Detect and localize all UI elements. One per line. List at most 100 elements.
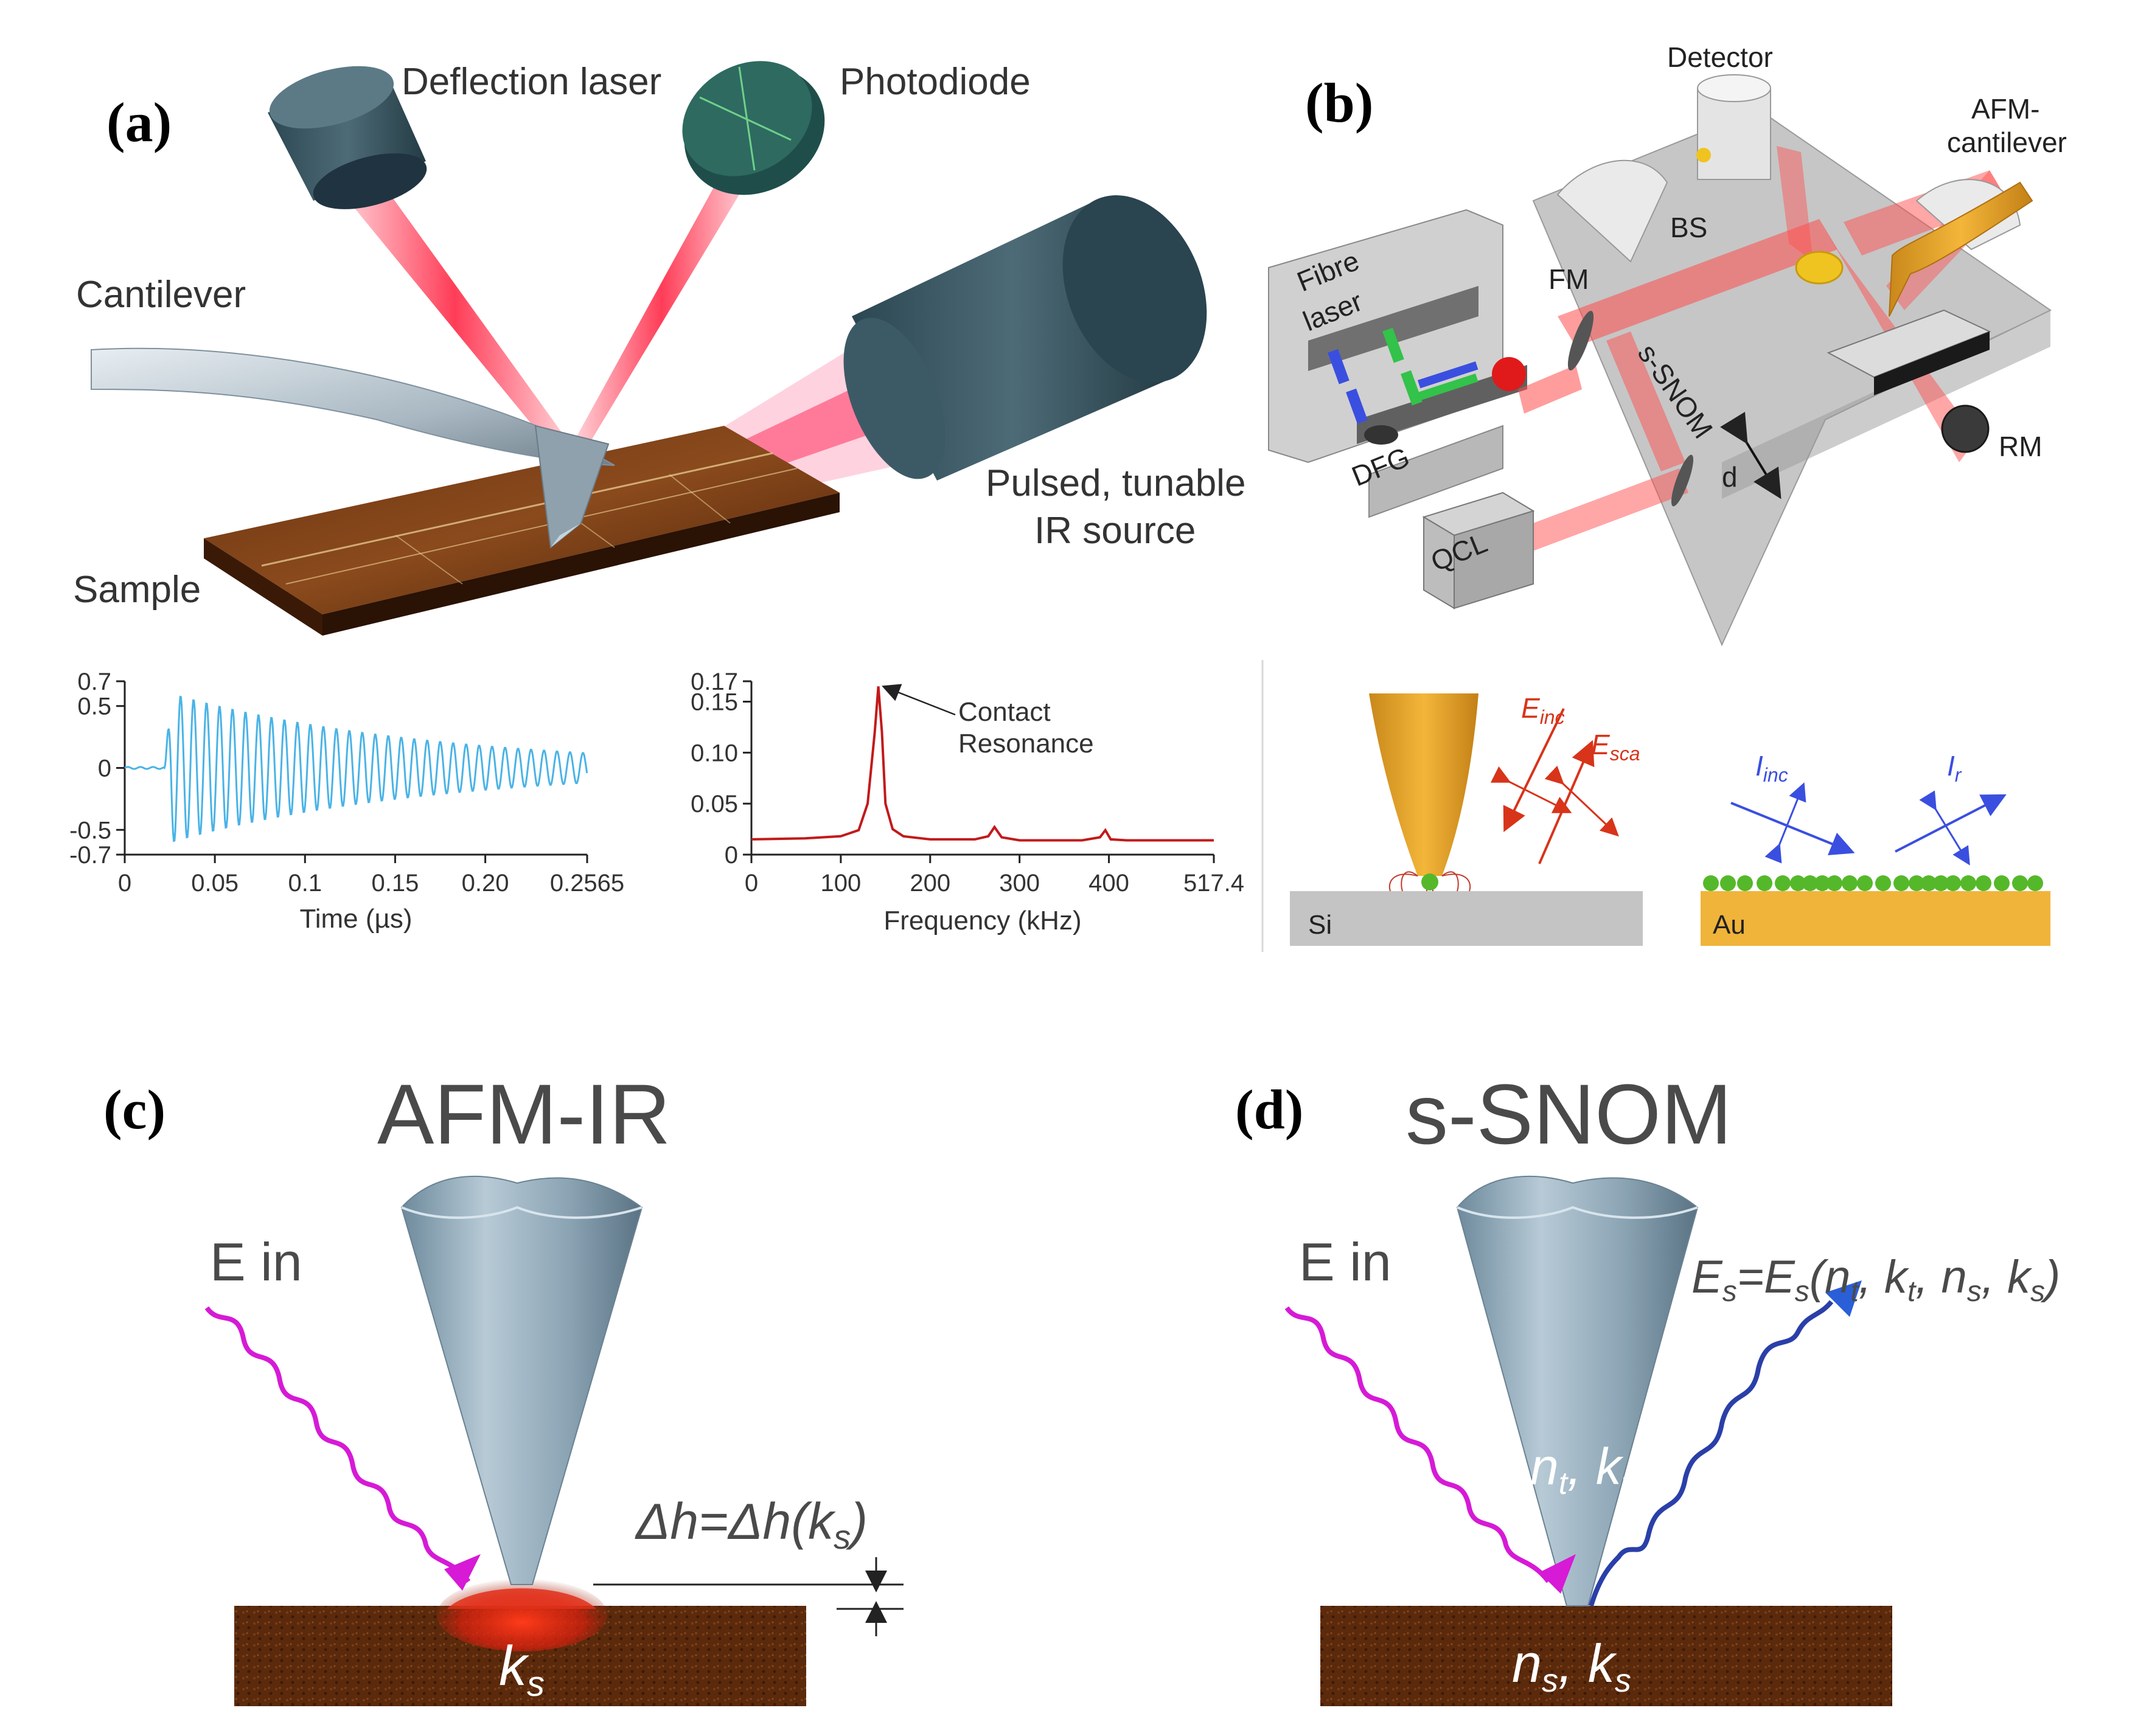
beam-splitter: [1795, 251, 1844, 285]
panel-c: (c) AFM-IR E in Δh=Δh(ks) ks: [103, 1066, 904, 1706]
sample-slab: [204, 426, 840, 636]
chart1-xtick-label: 0.20: [462, 870, 509, 897]
au-particle: [1893, 875, 1909, 891]
si-substrate: [1290, 891, 1643, 946]
chart2-ytick-label: 0.05: [691, 791, 738, 818]
e-sca-label: Esca: [1591, 729, 1640, 765]
nt-kt-label: nt, kt: [1530, 1438, 1632, 1501]
delta-h-label: Δh=Δh(ks): [635, 1493, 868, 1556]
parabolic-mirror-left: [1556, 159, 1668, 263]
chart1-xtick-label: 0: [118, 870, 131, 897]
au-particle: [1802, 875, 1818, 891]
au-particle: [1933, 875, 1949, 891]
chart1-ytick-label: 0: [98, 755, 111, 782]
chart1-ytick-label: 0.5: [77, 693, 111, 720]
chart2-ytick-label: 0.17: [691, 668, 738, 695]
panel-b-label: (b): [1305, 72, 1373, 134]
au-substrate: [1701, 891, 2050, 946]
detector-label: Detector: [1667, 41, 1773, 73]
chart2-xtick-label: 300: [999, 870, 1040, 897]
panel-d-label: (d): [1235, 1078, 1303, 1141]
e-in-arrowhead-d: [1539, 1554, 1576, 1594]
au-particle: [1945, 875, 1961, 891]
si-label: Si: [1308, 910, 1332, 940]
au-particle: [1775, 875, 1791, 891]
d-arrow: [1720, 412, 1781, 499]
chart1-xtick-label: 0.2565: [550, 870, 624, 897]
contact-resonance-label-1: Contact: [958, 697, 1051, 727]
chart1-ytick-label: 0.7: [77, 668, 111, 695]
chart1-ytick-label: -0.5: [69, 817, 111, 844]
reflected-beam: [566, 152, 758, 462]
e-in-wave-d: [1284, 1306, 1551, 1583]
snom-tip-d: [1456, 1175, 1699, 1606]
chart2-ytick-label: 0.10: [691, 740, 738, 766]
au-particle: [1790, 875, 1806, 891]
au-particles: [1703, 875, 2043, 891]
e-s-arrowhead: [1825, 1280, 1862, 1317]
chart1-xtick-label: 0.15: [372, 870, 419, 897]
e-in-label-d: E in: [1299, 1232, 1391, 1292]
i-inc-label: Iinc: [1755, 750, 1788, 786]
au-particle: [1737, 875, 1753, 891]
fm-label: FM: [1548, 263, 1589, 295]
contact-resonance-arrow: [882, 684, 956, 716]
panel-b: (b) Fibre laser DFG: [1268, 41, 2067, 647]
chart1-ytick-label: -0.7: [69, 842, 111, 869]
panel-a-label: (a): [106, 91, 172, 153]
chart2-xtick-label: 200: [910, 870, 950, 897]
photodiode: [682, 61, 825, 195]
beam-to-detector: [1777, 146, 1813, 262]
chart2-ytick-label: 0: [725, 842, 738, 869]
deflection-laser: [268, 66, 427, 209]
chart1-xlabel: Time (µs): [299, 904, 412, 934]
rm-label: RM: [1999, 431, 2043, 462]
deflection-beam: [329, 176, 581, 462]
au-particle: [1857, 875, 1873, 891]
e-s-wave: [1589, 1300, 1834, 1607]
e-sca-arrow: [1538, 740, 1595, 864]
cantilever: [91, 347, 615, 549]
au-particle: [1909, 875, 1924, 891]
ks-label-c: ks: [499, 1635, 545, 1704]
gold-tip: [1369, 693, 1478, 876]
chart1-xtick-label: 0.1: [288, 870, 322, 897]
afm-cantilever-label-2: cantilever: [1947, 127, 2067, 158]
fibre-laser-box: [1268, 209, 1527, 518]
chart2-ytick-label: 0.15: [691, 689, 738, 716]
bs-label: BS: [1670, 212, 1707, 243]
ir-source: [843, 195, 1207, 481]
panel-a: (a) Deflection laser Photodiode Pulsed, …: [73, 61, 1245, 636]
rm-mirror: [1941, 404, 1990, 453]
afm-ir-title: AFM-IR: [377, 1066, 670, 1162]
au-particle: [1757, 875, 1772, 891]
au-particle: [1842, 875, 1858, 891]
deflection-laser-label: Deflection laser: [402, 61, 661, 103]
chart2-xlabel: Frequency (kHz): [883, 906, 1081, 936]
au-particle: [1960, 875, 1976, 891]
beam-main: [1558, 219, 1837, 347]
e-in-wave-c: [204, 1306, 471, 1583]
afm-cantilever-label-1: AFM-: [1971, 93, 2039, 125]
photodiode-label: Photodiode: [840, 61, 1031, 103]
s-snom-title: s-SNOM: [1405, 1066, 1732, 1162]
au-particle: [1720, 875, 1736, 891]
panel-b-bottom-au: Au Iinc Ir: [1701, 750, 2050, 946]
au-particle: [1814, 875, 1830, 891]
ir-source-label-1: Pulsed, tunable: [986, 462, 1245, 504]
panel-b-bottom-si: Si Einc Esca: [1290, 692, 1643, 946]
au-particle: [1994, 875, 2010, 891]
cantilever-label: Cantilever: [76, 274, 246, 316]
qcl-box: [1422, 491, 1535, 609]
chart2-xtick-label: 0: [745, 870, 758, 897]
i-r-label: Ir: [1947, 750, 1962, 786]
afm-cantilever: [1889, 181, 2033, 317]
au-particle: [1875, 875, 1891, 891]
qcl-mirror: [1671, 454, 1694, 507]
e-inc-label: Einc: [1521, 692, 1565, 728]
au-particle: [2027, 875, 2043, 891]
beam-snom: [1606, 332, 1685, 471]
chart2-xtick-label: 517.4: [1183, 870, 1244, 897]
